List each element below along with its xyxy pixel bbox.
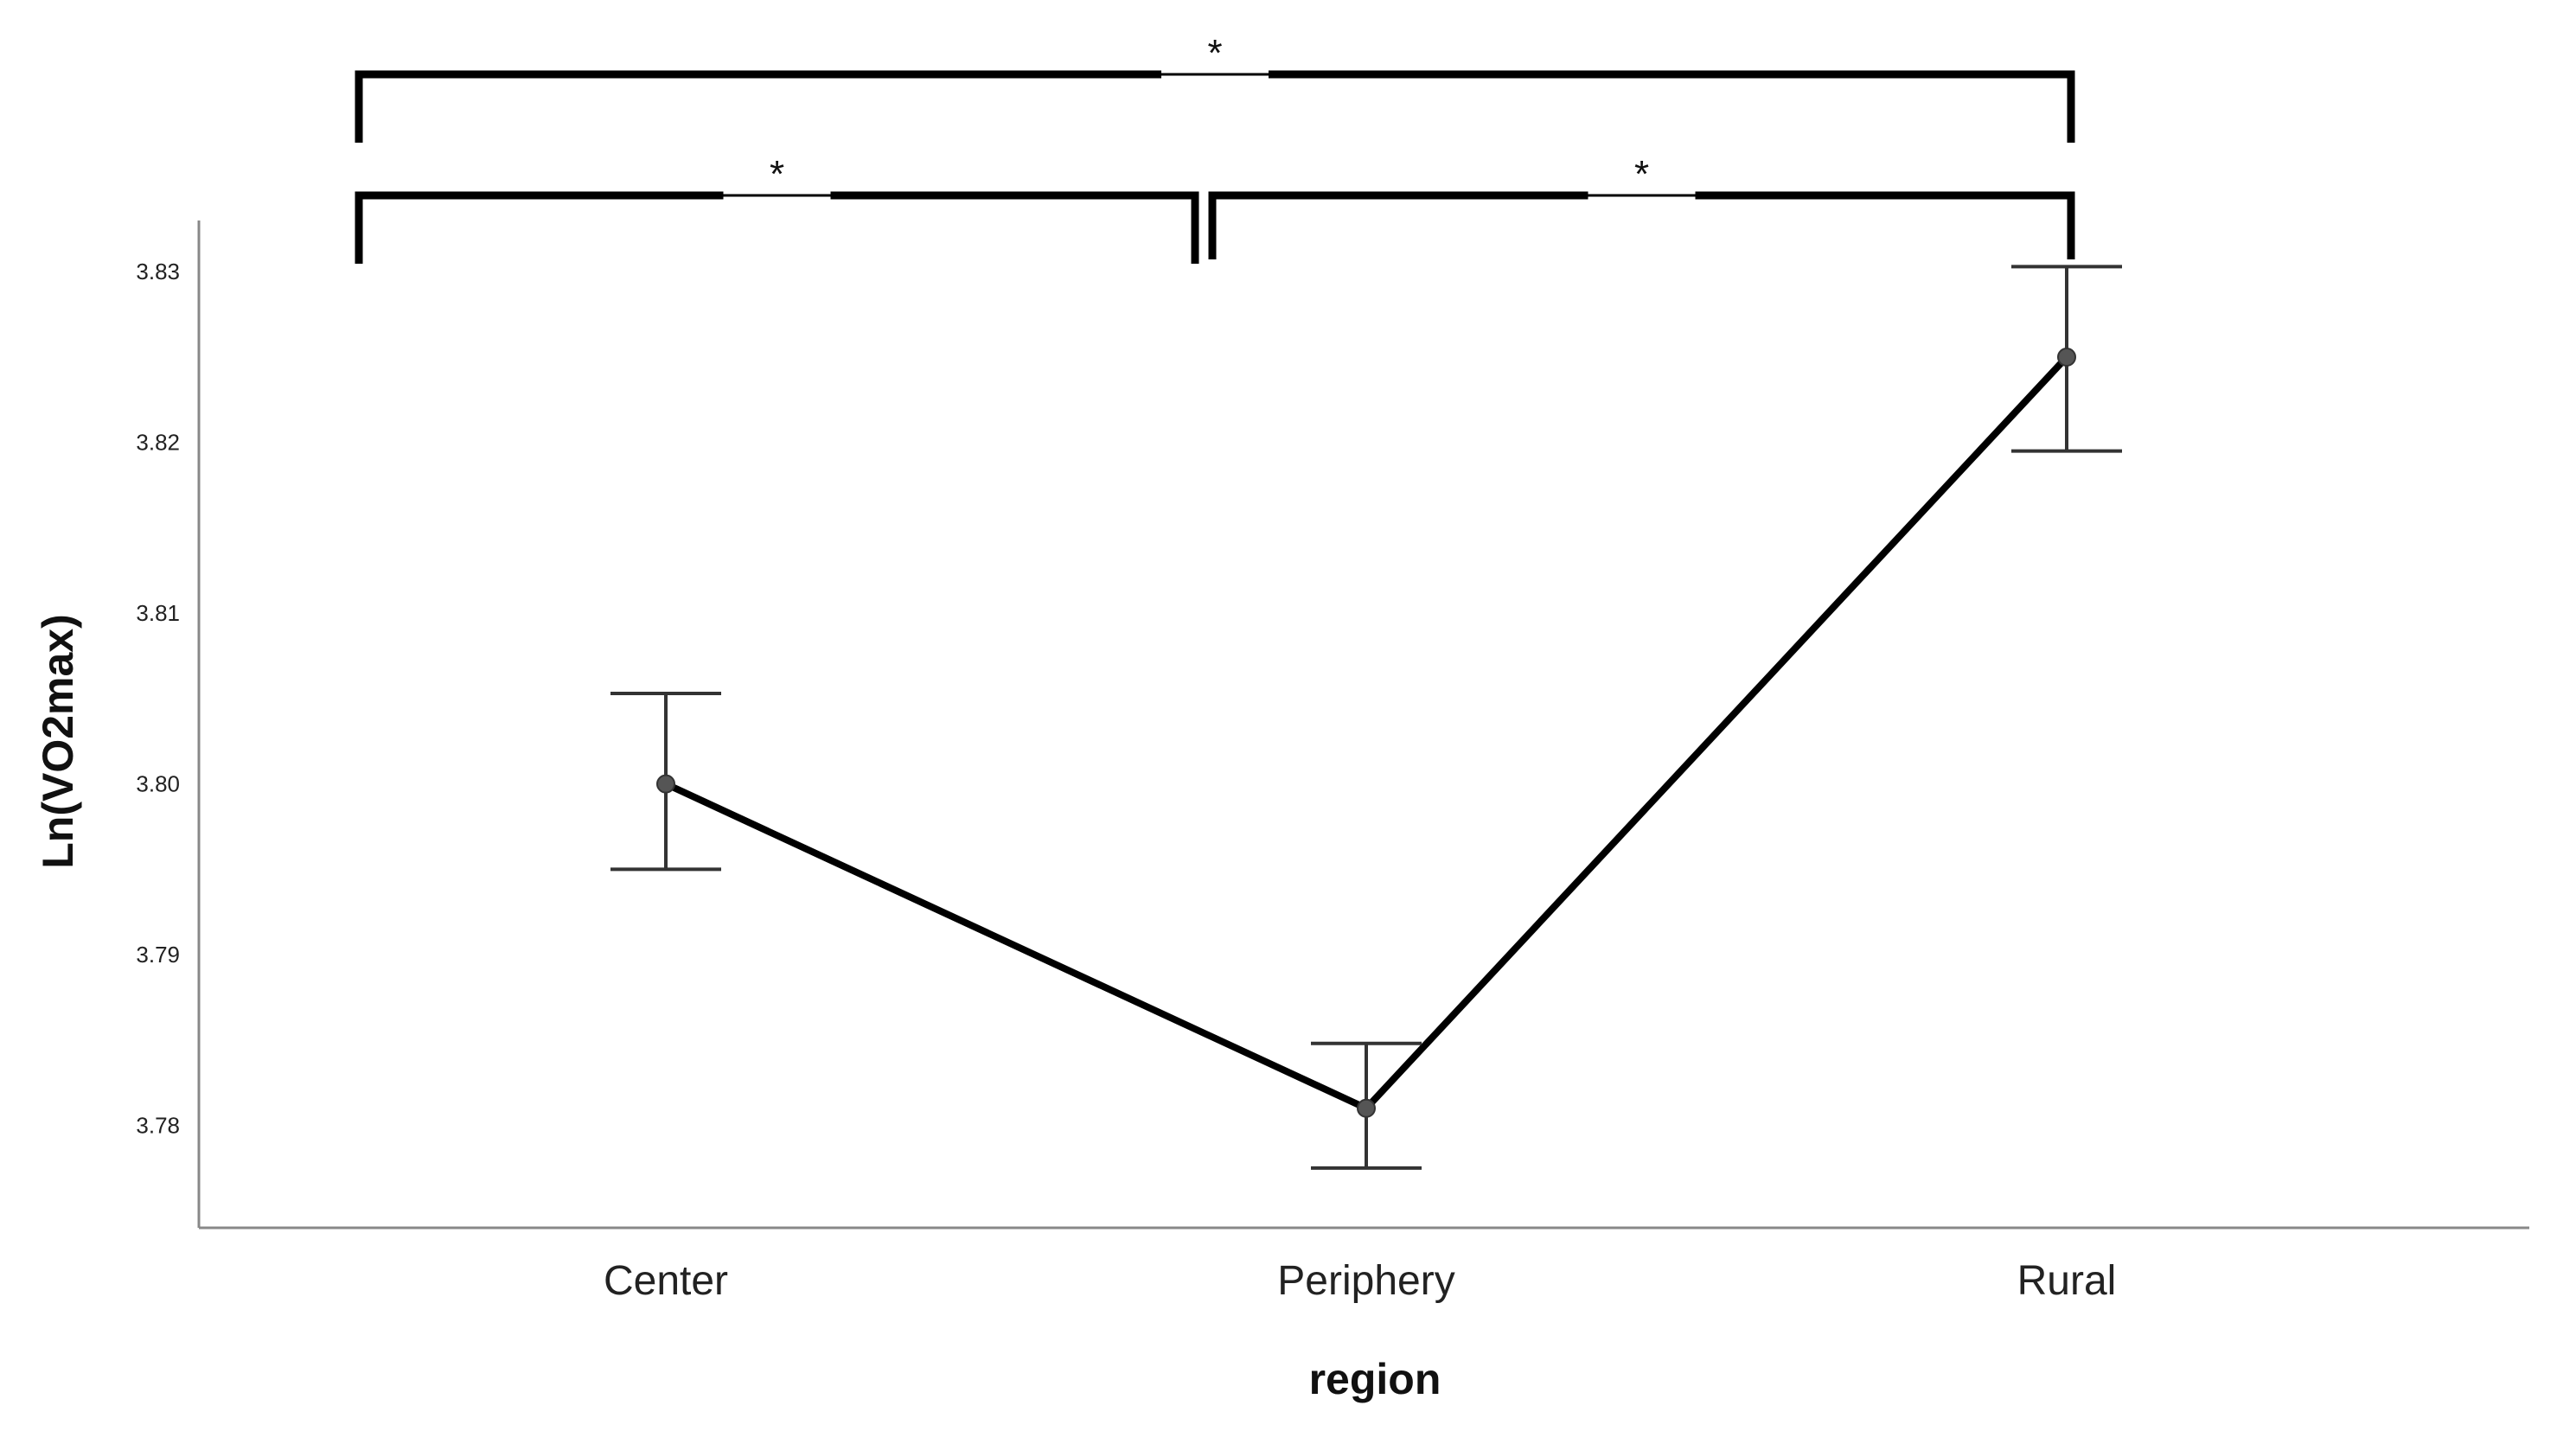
x-axis-title: region xyxy=(1309,1355,1441,1403)
significance-label: * xyxy=(1207,32,1222,74)
y-ticks: 3.78 3.79 3.80 3.81 3.82 3.83 xyxy=(136,259,180,1138)
x-ticks: Center Periphery Rural xyxy=(604,1258,2116,1304)
y-tick-label: 3.79 xyxy=(136,942,180,968)
series-layer xyxy=(610,265,2122,1170)
data-point xyxy=(1357,1098,1376,1118)
x-tick-label: Rural xyxy=(2017,1258,2117,1304)
significance-label: * xyxy=(1634,153,1649,195)
axes xyxy=(197,220,2529,1230)
y-tick-label: 3.80 xyxy=(136,771,180,797)
data-point xyxy=(2057,347,2076,367)
x-tick-label: Periphery xyxy=(1277,1258,1454,1304)
bracket-right xyxy=(1695,191,2075,259)
bracket-left xyxy=(355,70,1161,143)
y-axis-title: Ln(VO2max) xyxy=(34,614,82,869)
significance-bracket: * xyxy=(1208,153,2075,259)
y-tick-label: 3.82 xyxy=(136,430,180,456)
significance-bracket: * xyxy=(355,32,2075,143)
bracket-right xyxy=(1269,70,2075,143)
significance-brackets: * * * xyxy=(355,32,2075,264)
bracket-left xyxy=(1208,191,1588,259)
bracket-left xyxy=(355,191,724,264)
significance-label: * xyxy=(770,153,784,195)
y-tick-label: 3.78 xyxy=(136,1113,180,1139)
y-tick-label: 3.81 xyxy=(136,600,180,626)
y-tick-label: 3.83 xyxy=(136,259,180,284)
bracket-right xyxy=(830,191,1199,264)
significance-bracket: * xyxy=(355,153,1199,264)
x-tick-label: Center xyxy=(604,1258,728,1304)
data-point xyxy=(656,774,675,794)
series-line xyxy=(664,355,2069,1113)
